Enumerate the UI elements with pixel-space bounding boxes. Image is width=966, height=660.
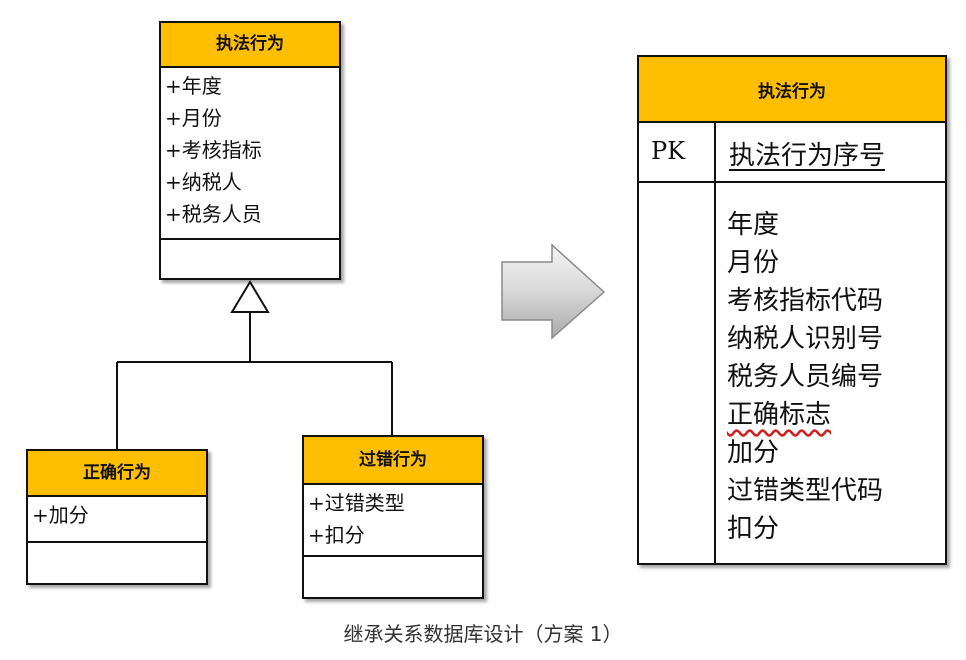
result-table-fields: 年度 月份 考核指标代码 纳税人识别号 税务人员编号 正确标志 加分 过错类型代… bbox=[727, 206, 883, 548]
table-divider bbox=[714, 123, 716, 563]
parent-class-attributes: +年度 +月份 +考核指标 +纳税人 +税务人员 bbox=[161, 68, 339, 240]
attribute: +税务人员 bbox=[165, 202, 262, 226]
attribute: +年度 bbox=[165, 74, 222, 98]
transform-arrow-icon bbox=[501, 243, 606, 340]
attribute: +纳税人 bbox=[165, 170, 242, 194]
table-field: 月份 bbox=[727, 248, 780, 278]
figure-caption: 继承关系数据库设计（方案 1） bbox=[343, 622, 623, 646]
table-field: 扣分 bbox=[727, 514, 780, 544]
child-class-correct-box: 正确行为 +加分 bbox=[26, 449, 208, 585]
table-field: 加分 bbox=[727, 438, 780, 468]
table-field: 年度 bbox=[727, 210, 780, 240]
attribute: +月份 bbox=[165, 106, 222, 130]
result-table: 执法行为 PK 执法行为序号 bbox=[637, 55, 947, 565]
table-field: 纳税人识别号 bbox=[727, 324, 884, 354]
attribute: +扣分 bbox=[308, 523, 365, 547]
child-class-error-attributes: +过错类型 +扣分 bbox=[304, 485, 482, 557]
child-class-error-box: 过错行为 +过错类型 +扣分 bbox=[302, 435, 484, 599]
inheritance-connector bbox=[116, 280, 393, 449]
parent-class-box: 执法行为 +年度 +月份 +考核指标 +纳税人 +税务人员 bbox=[159, 21, 341, 280]
table-field: 税务人员编号 bbox=[727, 362, 884, 392]
pk-field: 执法行为序号 bbox=[729, 141, 886, 171]
child-class-correct-name: 正确行为 bbox=[28, 451, 206, 497]
primary-key-row: PK 执法行为序号 bbox=[639, 123, 945, 183]
table-field-flagged: 正确标志 bbox=[727, 400, 832, 430]
inheritance-triangle bbox=[230, 280, 270, 313]
result-table-name: 执法行为 bbox=[639, 57, 945, 123]
child-class-error-name: 过错行为 bbox=[304, 437, 482, 485]
child-class-correct-attributes: +加分 bbox=[28, 497, 206, 543]
table-field: 过错类型代码 bbox=[727, 476, 884, 506]
attribute: +加分 bbox=[32, 503, 89, 527]
parent-class-name: 执法行为 bbox=[161, 23, 339, 68]
table-field: 考核指标代码 bbox=[727, 286, 884, 316]
pk-label: PK bbox=[651, 137, 686, 165]
attribute: +过错类型 bbox=[308, 491, 405, 515]
attribute: +考核指标 bbox=[165, 138, 262, 162]
